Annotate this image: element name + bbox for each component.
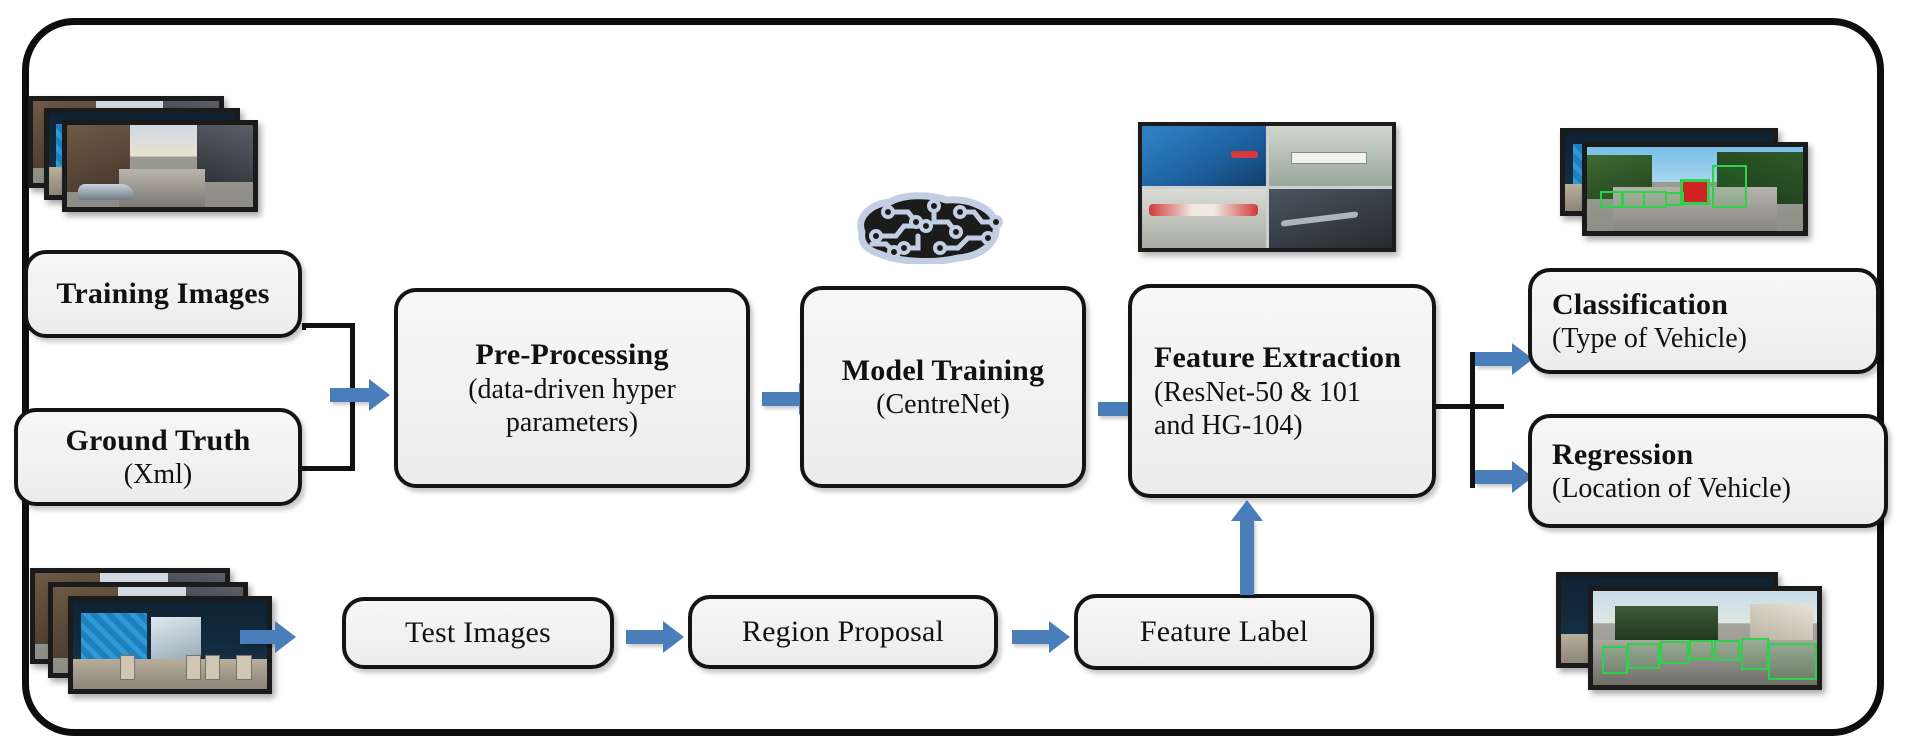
box-feature-extraction[interactable]: Feature Extraction (ResNet-50 & 101 and …	[1128, 284, 1436, 498]
box-region-proposal[interactable]: Region Proposal	[688, 595, 998, 669]
feature-extraction-subtitle-2: and HG-104)	[1154, 409, 1303, 441]
feature-crop-2	[1268, 126, 1392, 186]
ground-truth-title: Ground Truth	[65, 423, 251, 457]
box-feature-label[interactable]: Feature Label	[1074, 594, 1374, 670]
classification-thumbnail-front	[1582, 142, 1808, 236]
model-training-subtitle: (CentreNet)	[876, 389, 1010, 421]
regression-result-thumbnail-stack	[1556, 572, 1836, 698]
classification-subtitle: (Type of Vehicle)	[1552, 323, 1748, 355]
arrow-to-model-training	[762, 383, 820, 415]
test-images-title: Test Images	[405, 616, 551, 650]
pre-processing-subtitle-2: parameters)	[505, 406, 639, 438]
connector-branch-vertical	[1470, 352, 1475, 488]
connector-training-horizontal	[302, 323, 354, 328]
box-pre-processing[interactable]: Pre-Processing (data-driven hyper parame…	[394, 288, 750, 488]
model-training-title: Model Training	[841, 353, 1045, 387]
arrow-to-classification	[1475, 343, 1533, 375]
ground-truth-subtitle: (Xml)	[123, 459, 193, 491]
region-proposal-title: Region Proposal	[741, 615, 945, 649]
feature-crop-grid	[1138, 122, 1396, 252]
feature-crop-1	[1142, 126, 1266, 186]
arrow-to-test-images	[240, 621, 296, 653]
arrow-to-regression	[1475, 461, 1533, 493]
ai-brain-circuit-icon	[848, 192, 1008, 265]
feature-extraction-title: Feature Extraction	[1154, 341, 1402, 375]
training-images-title: Training Images	[56, 277, 270, 311]
box-classification[interactable]: Classification (Type of Vehicle)	[1528, 268, 1880, 374]
connector-groundtruth-horizontal	[302, 466, 354, 471]
training-thumbnail-front	[62, 120, 258, 212]
outer-frame	[22, 18, 1884, 736]
feature-label-title: Feature Label	[1139, 615, 1309, 649]
test-images-thumbnail-stack	[30, 568, 272, 698]
regression-thumbnail-front	[1588, 586, 1822, 690]
pre-processing-title: Pre-Processing	[475, 338, 669, 372]
feature-extraction-subtitle: (ResNet-50 & 101	[1154, 376, 1361, 408]
pre-processing-subtitle: (data-driven hyper	[468, 373, 676, 405]
box-test-images[interactable]: Test Images	[342, 597, 614, 669]
training-images-thumbnail-stack	[28, 96, 258, 214]
classification-result-thumbnail-stack	[1560, 128, 1828, 238]
arrow-feature-label-to-feature-extraction	[1231, 500, 1263, 595]
box-regression[interactable]: Regression (Location of Vehicle)	[1528, 414, 1888, 528]
arrow-to-region-proposal	[626, 621, 684, 653]
arrow-to-pre-processing	[330, 379, 390, 411]
box-training-images[interactable]: Training Images	[24, 250, 302, 338]
feature-crop-4	[1268, 188, 1392, 248]
arrow-to-feature-extraction	[1098, 393, 1150, 425]
regression-subtitle: (Location of Vehicle)	[1552, 473, 1791, 505]
test-thumbnail-front	[68, 596, 272, 694]
box-model-training[interactable]: Model Training (CentreNet)	[800, 286, 1086, 488]
arrow-to-feature-label	[1012, 621, 1070, 653]
regression-title: Regression	[1552, 437, 1694, 471]
box-ground-truth[interactable]: Ground Truth (Xml)	[14, 408, 302, 506]
feature-crop-3	[1142, 188, 1266, 248]
classification-title: Classification	[1552, 287, 1729, 321]
